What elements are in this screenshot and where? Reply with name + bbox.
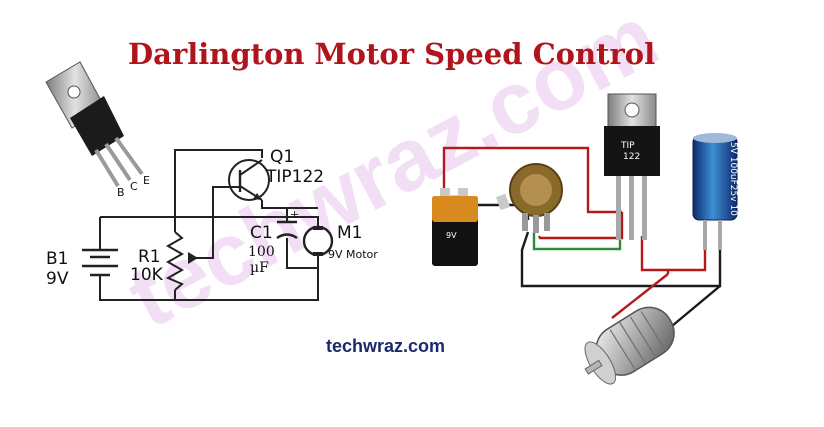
capacitor-c1-symbol: [276, 220, 298, 240]
pin-c-label: C: [130, 180, 138, 193]
website-label: techwraz.com: [326, 336, 445, 356]
darlington-q1-symbol: [228, 159, 270, 201]
battery-9v-label: 9V: [446, 231, 457, 240]
q1-name: Q1: [270, 147, 294, 167]
tip-label-line2: 122: [623, 152, 640, 162]
capacitor-marking: 5V 100uF25v 10: [728, 142, 738, 216]
tip122-illustration: [604, 93, 660, 240]
b1-value: 9V: [46, 269, 69, 289]
m1-name: M1: [337, 223, 362, 243]
c1-unit: µF: [250, 260, 269, 276]
capacitor-illustration: [692, 133, 738, 250]
to220-package-illustration: [45, 61, 144, 188]
dc-motor-illustration: [584, 306, 675, 385]
pin-b-label: B: [117, 186, 125, 199]
battery-9v-illustration: [432, 188, 478, 266]
battery-b1-symbol: [82, 248, 118, 277]
c1-value: 100: [248, 244, 275, 260]
schematic-wires: [99, 149, 319, 301]
potentiometer-r1-symbol: [165, 231, 198, 291]
m1-desc: 9V Motor: [328, 248, 378, 261]
tip-label-line1: TIP: [620, 141, 635, 151]
b1-name: B1: [46, 249, 68, 269]
wiring-illustration-wires: [442, 146, 722, 337]
r1-value: 10K: [130, 265, 164, 285]
motor-m1-symbol: [302, 225, 334, 257]
r1-name: R1: [138, 247, 161, 267]
c1-name: C1: [250, 223, 273, 243]
diagram-title: Darlington Motor Speed Control: [128, 37, 655, 71]
q1-part: TIP122: [265, 167, 324, 187]
pin-e-label: E: [143, 174, 150, 187]
potentiometer-illustration: [495, 163, 563, 233]
c1-plus-sign: +: [290, 208, 299, 221]
